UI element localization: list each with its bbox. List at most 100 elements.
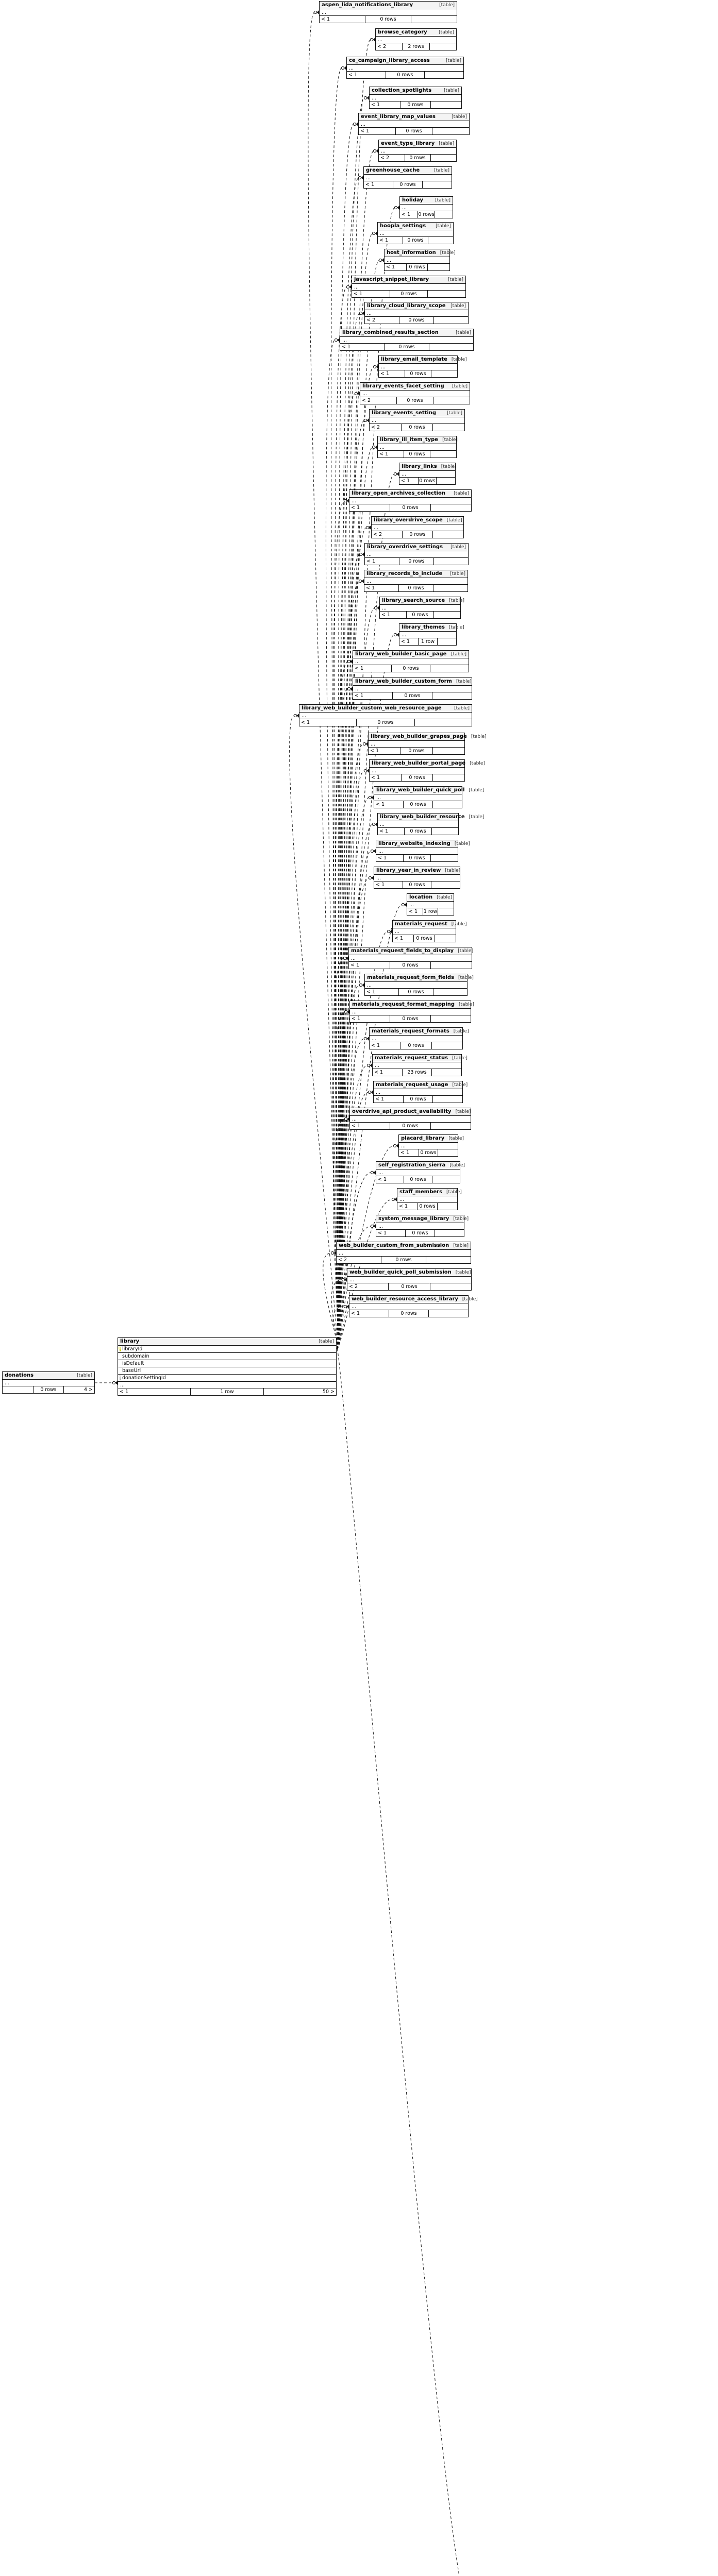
table-node[interactable]: library_web_builder_portal_page[table]..… (369, 759, 485, 782)
table-column[interactable]: libraryId (118, 1346, 336, 1353)
table-header: library_overdrive_settings[table] (365, 544, 468, 551)
table-node[interactable]: materials_request_format_mapping[table].… (349, 1001, 474, 1023)
table-header: library_website_indexing[table] (376, 840, 470, 848)
table-node[interactable]: library_web_builder_quick_poll[table]...… (374, 786, 484, 808)
table-column[interactable]: donationSettingId (118, 1375, 336, 1382)
footer-parents: < 1 (301, 720, 310, 725)
footer-children (415, 719, 472, 726)
table-node[interactable]: materials_request_fields_to_display[tabl… (348, 947, 473, 969)
more-columns-indicator: ... (370, 417, 464, 424)
footer-children (432, 692, 472, 699)
table-header: staff_members[table] (397, 1189, 462, 1196)
table-name: materials_request_form_fields (367, 974, 455, 980)
table-column[interactable]: baseUrl (118, 1367, 336, 1375)
table-type-tag: [table] (446, 58, 461, 63)
more-columns-indicator: ... (350, 1009, 471, 1015)
table-node[interactable]: library_web_builder_custom_form[table]..… (353, 677, 472, 700)
table-header: library_web_builder_portal_page[table] (370, 760, 485, 768)
table-node[interactable]: library_web_builder_grapes_page[table]..… (368, 733, 487, 755)
footer-children (431, 155, 457, 161)
table-node[interactable]: library_events_facet_setting[table]...< … (360, 382, 470, 404)
table-header: web_builder_resource_access_library[tabl… (349, 1296, 478, 1303)
table-column[interactable]: isDefault (118, 1360, 336, 1367)
footer-children (428, 237, 453, 244)
footer-rowcount: 0 rows (390, 1123, 431, 1129)
footer-children (435, 935, 456, 942)
footer-children (426, 1257, 471, 1263)
table-node[interactable]: library_web_builder_custom_web_resource_… (299, 704, 472, 726)
footer-parents: < 1 (376, 802, 385, 807)
table-header: library_ill_item_type[table] (378, 436, 458, 444)
table-node[interactable]: library_combined_results_section[table].… (340, 329, 474, 351)
footer-rowcount: 0 rows (417, 1203, 438, 1210)
table-column[interactable]: subdomain (118, 1353, 336, 1360)
table-name: location (409, 894, 433, 900)
footer-parents: < 1 (366, 558, 376, 564)
footer-children (431, 962, 472, 969)
table-header: materials_request_format_mapping[table] (350, 1001, 474, 1009)
table-node[interactable]: library_cloud_library_scope[table]...< 2… (364, 302, 469, 324)
table-node[interactable]: materials_request_form_fields[table]...<… (364, 974, 474, 996)
table-node[interactable]: web_builder_quick_poll_submission[table]… (347, 1268, 472, 1291)
table-node[interactable]: aspen_lida_notifications_library[table].… (319, 1, 457, 23)
footer-parents: < 2 (338, 1257, 347, 1263)
table-node[interactable]: library_web_builder_basic_page[table]...… (353, 650, 469, 672)
footer-children (438, 1203, 457, 1210)
table-type-tag: [table] (451, 651, 466, 657)
footer-parents: < 1 (381, 612, 391, 618)
table-node[interactable]: web_builder_resource_access_library[tabl… (349, 1295, 478, 1317)
footer-parents: < 1 (360, 128, 370, 134)
table-node[interactable]: library_web_builder_resource[table]...< … (377, 813, 484, 835)
more-columns-indicator: ... (370, 95, 461, 101)
table-name: library_website_indexing (378, 840, 450, 846)
footer-children (425, 72, 463, 78)
footer-children (431, 504, 471, 511)
table-type-tag: [table] (436, 223, 451, 229)
table-node[interactable]: library_open_archives_collection[table].… (349, 489, 472, 512)
table-node[interactable]: web_builder_custom_from_submission[table… (336, 1242, 471, 1264)
table-node[interactable]: overdrive_api_product_availability[table… (349, 1108, 471, 1130)
table-type-tag: [table] (462, 1296, 478, 1302)
table-type-tag: [table] (452, 1082, 468, 1088)
